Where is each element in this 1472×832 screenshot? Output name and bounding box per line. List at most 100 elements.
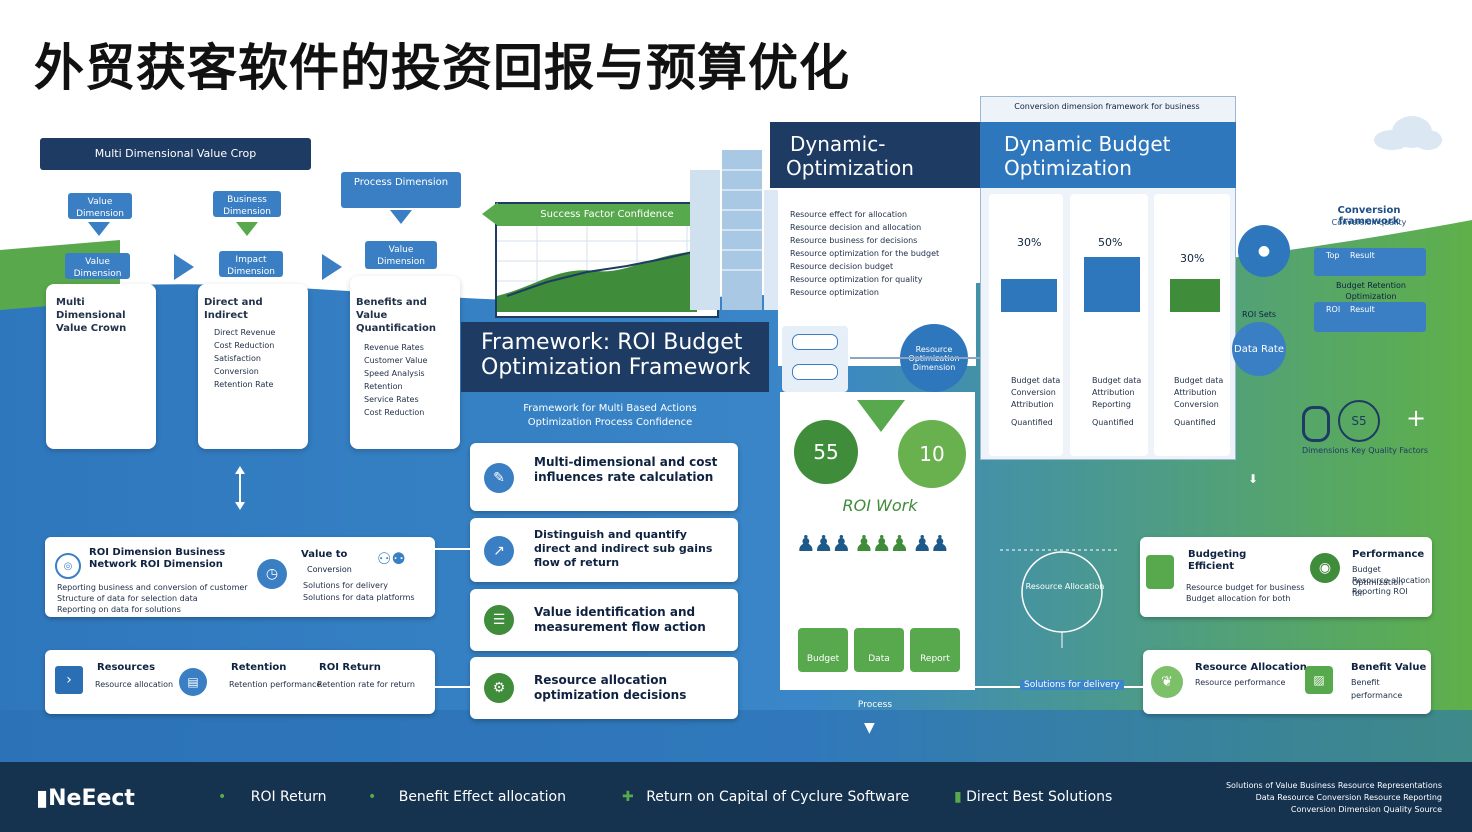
chip-impact[interactable]: Impact Dimension xyxy=(219,251,283,277)
sphere-label: Resource Allocation xyxy=(1025,582,1105,591)
far-right-label-sub: Conversion quality xyxy=(1331,218,1407,227)
budgeting-icon xyxy=(1146,555,1174,589)
funnel-arrow-down xyxy=(857,400,905,432)
chip-a1: Top xyxy=(1326,251,1340,260)
roi-side-line-1: Solutions for delivery xyxy=(303,581,388,590)
step-card-4[interactable]: ⚙ Resource allocation optimization decis… xyxy=(470,657,738,719)
footer-brand[interactable]: ▮NeEect xyxy=(36,786,135,811)
sphere-diagram xyxy=(1000,549,1120,648)
chip-row-a[interactable]: Top Result xyxy=(1314,248,1426,276)
small-arrow-down-icon: ⬇ xyxy=(1248,472,1259,486)
step-text-1: Multi-dimensional and cost influences ra… xyxy=(534,455,718,484)
tile-report[interactable]: Report xyxy=(910,628,960,672)
footer-item-2[interactable]: • Benefit Effect allocation xyxy=(368,789,566,805)
score-circle-right: 10 xyxy=(898,420,966,488)
far-right-caption: Dimensions Key Quality Factors xyxy=(1302,446,1429,455)
list-item: Retention xyxy=(364,382,403,391)
budget-col-3-bar xyxy=(1170,279,1220,312)
budget-col-1-line-1: Budget data xyxy=(1011,376,1061,385)
list-item: Resource optimization for the budget xyxy=(790,249,940,258)
footer-dot-icon: • xyxy=(368,789,381,805)
chip-row-b[interactable]: ROI Result xyxy=(1314,302,1426,332)
far-right-label-top: Conversion framework xyxy=(1337,205,1401,227)
list-item: Service Rates xyxy=(364,395,419,404)
connector-line-2 xyxy=(435,686,471,688)
roi-dimension-card: ◎ ROI Dimension Business Network ROI Dim… xyxy=(45,537,435,617)
toggle-panel xyxy=(782,326,848,392)
dynamic-left-title-box: Dynamic- Optimization xyxy=(770,122,980,188)
roi-side-line-2: Solutions for data platforms xyxy=(303,593,415,602)
roi-line-3: Reporting on data for solutions xyxy=(57,605,181,614)
footer-item-label: Benefit Effect allocation xyxy=(398,789,566,805)
performance-line-1: Budget Optimization xyxy=(1352,565,1404,587)
budget-col-2: 50% Budget data Attribution Reporting Qu… xyxy=(1070,194,1148,456)
resources-card: › Resources Resource allocation ▤ Retent… xyxy=(45,650,435,714)
below-label: Conversion for dimensions xyxy=(815,682,935,692)
step-card-2[interactable]: ↗ Distinguish and quantify direct and in… xyxy=(470,518,738,582)
dynamic-right-title-box: Dynamic Budget Optimization xyxy=(980,122,1236,188)
arrow-right-1 xyxy=(174,254,194,280)
chip-value-1[interactable]: Value Dimension xyxy=(68,193,132,219)
image-icon: ▨ xyxy=(1305,666,1333,694)
performance-ring-icon: ◉ xyxy=(1310,553,1340,583)
roi-dimension-title2: Network ROI Dimension xyxy=(89,559,223,570)
budget-col-2-value: 50% xyxy=(1098,236,1123,249)
footer-bar xyxy=(0,762,1472,832)
connector-line-1 xyxy=(435,548,471,550)
footer-item-label: Direct Best Solutions xyxy=(966,789,1113,805)
step-text-3: Value identification and measurement flo… xyxy=(534,605,706,634)
success-chart-panel: Success Factor Confidence xyxy=(495,202,719,318)
dynamic-left-bullets: Resource effect for allocation Resource … xyxy=(790,208,970,299)
value-card-3-title: Benefits and Value Quantification xyxy=(356,297,436,334)
toggle-switch-1[interactable] xyxy=(792,334,838,350)
chip-value-2[interactable]: Value Dimension xyxy=(65,253,130,279)
framework-title-line1: Framework: ROI Budget xyxy=(481,330,743,355)
list-item: Speed Analysis xyxy=(364,369,425,378)
tile-budget[interactable]: Budget xyxy=(798,628,848,672)
footer-pin-icon: ▮ xyxy=(954,789,967,805)
budget-col-3-foot: Quantified xyxy=(1174,418,1216,427)
roi-line-1: Reporting business and conversion of cus… xyxy=(57,583,248,592)
chip-business[interactable]: Business Dimension xyxy=(213,191,281,217)
target-icon: ◎ xyxy=(55,553,81,579)
roi-line-2: Structure of data for selection data xyxy=(57,594,198,603)
card-icon: ▤ xyxy=(179,668,207,696)
chip-value-3[interactable]: Value Dimension xyxy=(365,241,437,269)
gear-icon: ⚙ xyxy=(484,673,514,703)
budget-col-2-line-3: Reporting xyxy=(1092,400,1131,409)
footer-item-4[interactable]: ▮ Direct Best Solutions xyxy=(954,789,1112,805)
retention-sub: Retention performance xyxy=(229,680,322,689)
chip-b1: ROI xyxy=(1326,305,1341,314)
chip-a3: Budget Retention Optimization xyxy=(1336,281,1406,301)
step-card-3[interactable]: ☰ Value identification and measurement f… xyxy=(470,589,738,651)
budgeting-card: Budgeting Efficient Resource budget for … xyxy=(1140,537,1432,617)
performance-line-3: Reporting ROI xyxy=(1352,587,1408,596)
list-item: Direct Revenue xyxy=(214,328,276,337)
chip-process[interactable]: Process Dimension xyxy=(341,172,461,208)
chart-line-icon: ↗ xyxy=(484,536,514,566)
value-card-1-title: Multi Dimensional Value Crown xyxy=(56,297,127,334)
list-item: Resource optimization for quality xyxy=(790,275,923,284)
footer-item-label: ROI Return xyxy=(250,789,327,805)
below-sub: Process xyxy=(857,700,893,710)
step-card-1[interactable]: ✎ Multi-dimensional and cost influences … xyxy=(470,443,738,511)
leaf-icon: ❦ xyxy=(1151,666,1183,698)
budget-col-1-line-2: Conversion xyxy=(1011,388,1056,397)
value-card-2: Direct and Indirect Direct Revenue Cost … xyxy=(198,284,308,449)
page-title: 外贸获客软件的投资回报与预算优化 xyxy=(34,39,850,97)
list-item: Cost Reduction xyxy=(214,341,275,350)
footer-item-3[interactable]: ✚ Return on Capital of Cyclure Software xyxy=(622,789,909,805)
tile-data[interactable]: Data xyxy=(854,628,904,672)
list-item: Resource business for decisions xyxy=(790,236,918,245)
footer-item-1[interactable]: • ROI Return xyxy=(218,789,327,805)
toggle-switch-2[interactable] xyxy=(792,364,838,380)
dynamic-right-title-2: Optimization xyxy=(1004,156,1132,180)
budget-col-1-line-3: Attribution xyxy=(1011,400,1054,409)
arrow-down-2 xyxy=(236,222,258,236)
plus-icon: + xyxy=(1406,404,1427,432)
allocation-sub-1: Resource performance xyxy=(1195,678,1286,687)
ring-circle: S5 xyxy=(1338,400,1380,442)
roi-return-sub: Retention rate for return xyxy=(317,680,415,689)
benefit-sub: Benefit performance xyxy=(1351,678,1403,700)
footer-plus-icon: ✚ xyxy=(622,789,639,805)
